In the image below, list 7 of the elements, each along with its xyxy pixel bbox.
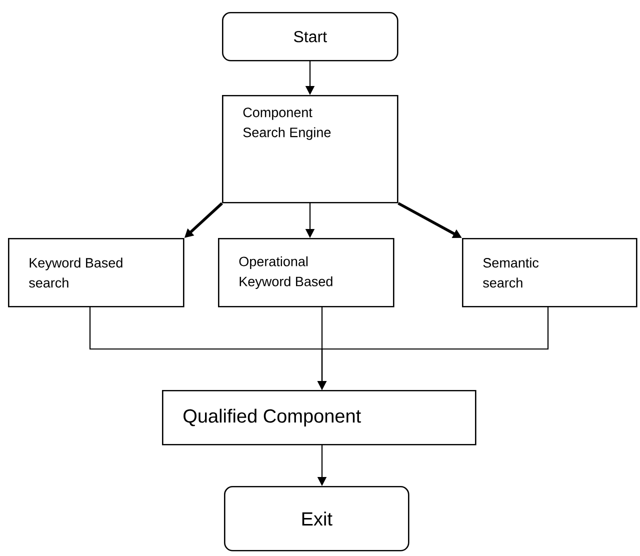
terminal-box: Exit (224, 486, 410, 552)
process-box: Keyword Based search (8, 238, 184, 308)
terminal-box: Start (222, 12, 398, 62)
process-box: Semantic search (462, 238, 638, 308)
process-box: Qualified Component (162, 390, 476, 446)
process-box: Component Search Engine (222, 95, 398, 204)
process-box: Operational Keyword Based (218, 238, 394, 308)
